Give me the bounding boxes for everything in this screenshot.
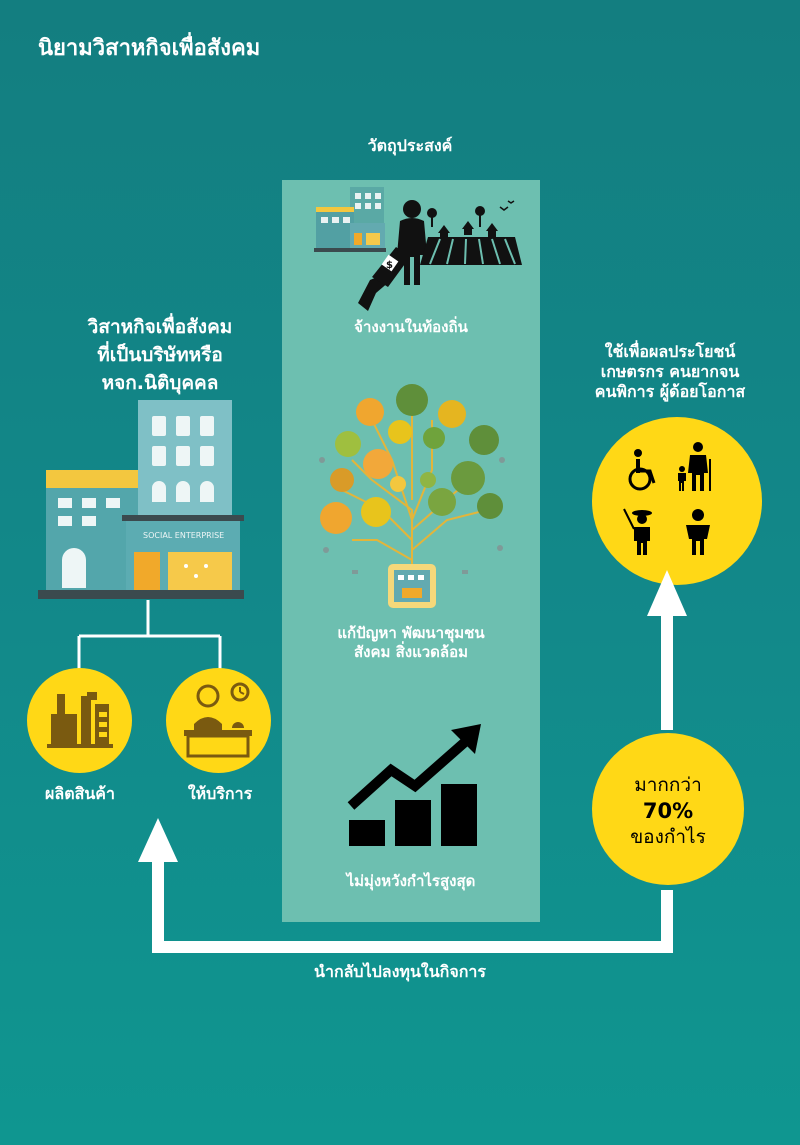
growth-chart-icon — [347, 724, 481, 846]
solve-problems-line-2: สังคม สิ่งแวดล้อม — [353, 643, 469, 661]
reinvest-label: นำกลับไปลงทุนในกิจการ — [314, 962, 486, 981]
provide-service-label: ให้บริการ — [187, 784, 253, 803]
profit-share-circle: มากกว่า 70% ของกำไร — [592, 733, 744, 885]
community-development-illustration — [319, 384, 505, 608]
enterprise-label-line-1: วิสาหกิจเพื่อสังคม — [87, 316, 233, 338]
people-icons — [623, 442, 711, 555]
reinvest-flow-arrow — [138, 570, 687, 953]
solve-problems-line-1: แก้ปัญหา พัฒนาชุมชน — [337, 624, 485, 642]
objective-label: วัตถุประสงค์ — [367, 136, 453, 155]
enterprise-label-line-2: ที่เป็นบริษัทหรือ — [97, 344, 223, 366]
person-icon — [686, 509, 710, 555]
local-employment-illustration: $ — [314, 187, 522, 311]
beneficiaries-line-1: ใช้เพื่อผลประโยชน์ — [604, 342, 736, 361]
provide-service-circle — [166, 668, 271, 773]
local-employment-label: จ้างงานในท้องถิ่น — [354, 318, 468, 336]
reception-desk-icon — [184, 682, 252, 758]
beneficiaries-circle — [592, 417, 762, 585]
enterprise-label-line-3: หจก.นิติบุคคล — [101, 372, 219, 394]
produce-goods-label: ผลิตสินค้า — [45, 784, 115, 803]
beneficiaries-line-2: เกษตรกร คนยากจน — [600, 362, 740, 381]
farmer-icon — [623, 508, 652, 555]
profit-line-3: ของกำไร — [630, 826, 706, 848]
page-title: นิยามวิสาหกิจเพื่อสังคม — [38, 36, 261, 61]
wheelchair-icon — [628, 449, 656, 491]
elderly-with-child-icon — [678, 442, 711, 491]
social-enterprise-building-illustration: SOCIAL ENTERPRISE — [38, 400, 244, 599]
profit-percent: 70% — [642, 799, 694, 823]
shop-sign: SOCIAL ENTERPRISE — [143, 531, 224, 540]
beneficiaries-line-3: คนพิการ ผู้ด้อยโอกาส — [594, 382, 746, 401]
enterprise-branch-connector — [77, 600, 222, 672]
svg-text:$: $ — [386, 260, 393, 271]
profit-line-1: มากกว่า — [634, 774, 702, 796]
factory-icon — [47, 692, 113, 748]
produce-goods-circle — [27, 668, 132, 773]
no-max-profit-label: ไม่มุ่งหวังกำไรสูงสุด — [346, 872, 476, 890]
